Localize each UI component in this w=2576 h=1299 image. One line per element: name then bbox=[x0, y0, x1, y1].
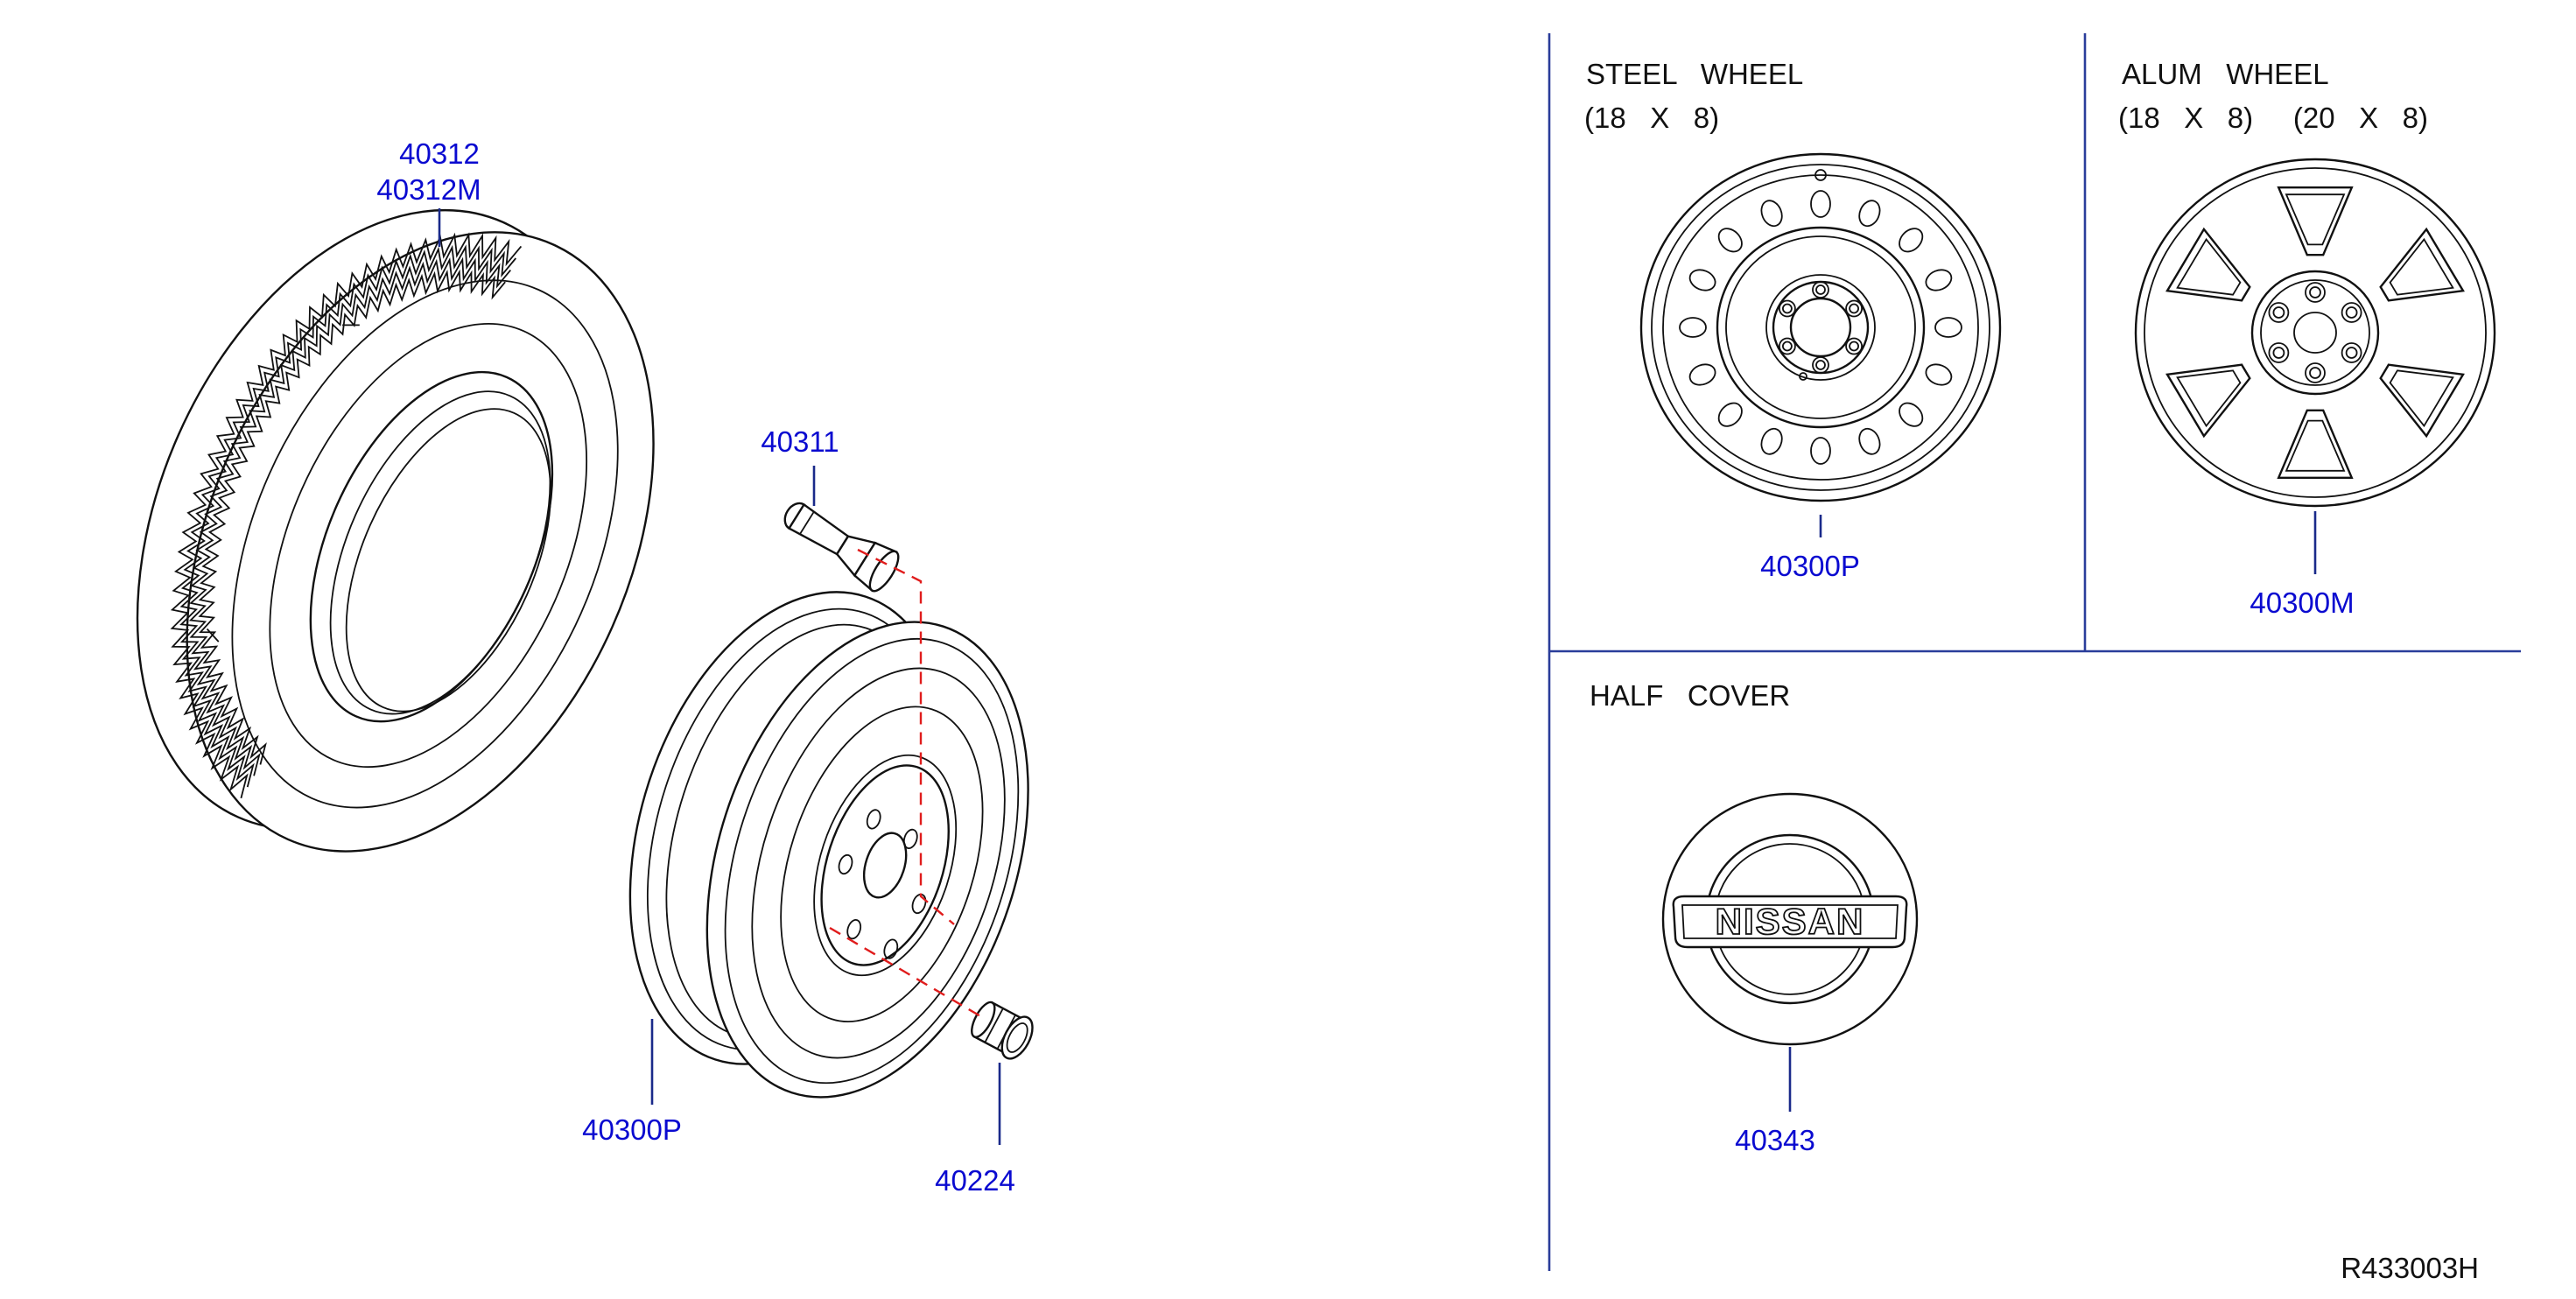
spoke-window bbox=[2277, 409, 2354, 479]
nissan-emblem-cover[interactable]: NISSAN bbox=[1661, 792, 1919, 1046]
lug-hole bbox=[1812, 356, 1829, 374]
spoke-window bbox=[2165, 227, 2251, 302]
tire-drawing[interactable] bbox=[46, 137, 745, 924]
tread-zigzag bbox=[179, 244, 516, 788]
lug-hole-inner bbox=[1815, 360, 1826, 370]
vent-hole bbox=[1810, 437, 1831, 465]
lug-hole-inner bbox=[2345, 347, 2358, 359]
lug-hole bbox=[902, 828, 918, 849]
alum-wheel-title: ALUM WHEEL bbox=[2122, 58, 2329, 90]
callout-nut-part-number[interactable]: 40224 bbox=[935, 1164, 1015, 1197]
lug-hole bbox=[846, 919, 862, 940]
steel-wheel-vents bbox=[1679, 190, 1962, 465]
lug-hole-inner bbox=[2272, 347, 2285, 359]
vent-hole bbox=[1760, 427, 1783, 455]
lug-hole-inner bbox=[2309, 367, 2321, 379]
tread-zigzag bbox=[170, 232, 523, 799]
vent-hole bbox=[1688, 269, 1716, 291]
steel-wheel-lug-holes bbox=[1779, 281, 1864, 374]
vent-hole bbox=[1688, 363, 1716, 386]
steel-wheel-size: (18 X 8) bbox=[1584, 102, 1719, 134]
steel-wheel-front-view[interactable] bbox=[1639, 152, 2002, 502]
lug-hole bbox=[911, 893, 927, 915]
spoke-window-inner bbox=[2285, 193, 2346, 246]
lug-hole-inner bbox=[1849, 303, 1860, 314]
vent-hole bbox=[1899, 402, 1924, 427]
steel-wheel-drawing[interactable] bbox=[572, 551, 1086, 1139]
lug-hole bbox=[883, 938, 899, 959]
lug-hole bbox=[2268, 302, 2290, 323]
callout-tire-part-number-m[interactable]: 40312M bbox=[376, 173, 481, 206]
lug-hole bbox=[1812, 281, 1829, 298]
lug-hole bbox=[866, 809, 881, 830]
lug-hole-inner bbox=[2272, 306, 2285, 319]
spoke-window bbox=[2379, 227, 2465, 302]
spoke-window-inner bbox=[2285, 419, 2346, 472]
vent-hole bbox=[1810, 190, 1831, 218]
spoke-window-inner bbox=[2176, 237, 2242, 296]
vent-hole bbox=[1925, 363, 1953, 386]
alum-wheel-front-view[interactable] bbox=[2134, 158, 2496, 508]
lug-hole-inner bbox=[2309, 286, 2321, 298]
lug-hole bbox=[838, 853, 853, 875]
spoke-window bbox=[2277, 186, 2354, 256]
lug-hole bbox=[2341, 302, 2362, 323]
tread-zigzag bbox=[198, 269, 506, 765]
lug-hole bbox=[2305, 362, 2326, 383]
steel-wheel-title: STEEL WHEEL bbox=[1586, 58, 1803, 90]
lug-nut[interactable] bbox=[965, 996, 1039, 1064]
lug-hole-inner bbox=[1849, 341, 1860, 352]
lug-hole bbox=[2268, 342, 2290, 363]
vent-hole bbox=[1679, 317, 1707, 338]
assembly-dashed-lines bbox=[829, 548, 983, 1019]
emblem-text: NISSAN bbox=[1716, 901, 1865, 942]
valve-stem[interactable] bbox=[776, 492, 903, 595]
lug-hole bbox=[1779, 337, 1796, 355]
spoke-window-inner bbox=[2389, 369, 2454, 428]
vent-hole bbox=[1934, 317, 1962, 338]
lug-hole bbox=[1779, 299, 1796, 318]
vent-hole bbox=[1858, 427, 1881, 455]
alum-wheel-size: (18 X 8) (20 X 8) bbox=[2118, 102, 2428, 134]
lug-hole-inner bbox=[1815, 284, 1826, 295]
alum-wheel-spoke-windows bbox=[2165, 186, 2465, 479]
leader-lines bbox=[438, 208, 2317, 1145]
vent-hole bbox=[1899, 228, 1924, 253]
diagram-reference-code: R433003H bbox=[2341, 1252, 2479, 1284]
lug-hole-inner bbox=[1782, 341, 1793, 352]
lug-hole-inner bbox=[1782, 303, 1793, 314]
half-cover-title: HALF COVER bbox=[1590, 679, 1790, 712]
callout-tire-part-number[interactable]: 40312 bbox=[399, 137, 480, 170]
vent-hole bbox=[1760, 200, 1783, 228]
lug-hole bbox=[2305, 282, 2326, 303]
tire-tread-pattern bbox=[170, 232, 523, 799]
spoke-window bbox=[2165, 363, 2251, 439]
lug-hole bbox=[1845, 299, 1864, 318]
lug-hole bbox=[2341, 342, 2362, 363]
vent-hole bbox=[1925, 269, 1953, 291]
callout-valve-part-number[interactable]: 40311 bbox=[761, 425, 839, 458]
vent-hole bbox=[1858, 200, 1881, 228]
callout-half-cover-part-number[interactable]: 40343 bbox=[1735, 1124, 1815, 1156]
tread-zigzag bbox=[188, 256, 511, 776]
alum-wheel-lug-holes bbox=[2268, 282, 2362, 383]
lug-hole-inner bbox=[2345, 306, 2358, 319]
callout-wheel-part-number[interactable]: 40300P bbox=[582, 1113, 682, 1146]
vent-hole bbox=[1717, 228, 1743, 253]
vent-hole bbox=[1717, 402, 1743, 427]
panel-dividers bbox=[1548, 33, 2521, 1271]
lug-hole bbox=[1845, 337, 1864, 355]
callout-alum-wheel-part-number[interactable]: 40300M bbox=[2250, 586, 2354, 619]
lug-holes bbox=[838, 809, 927, 959]
callout-steel-wheel-part-number[interactable]: 40300P bbox=[1760, 550, 1860, 582]
spoke-window-inner bbox=[2176, 369, 2242, 428]
spoke-window-inner bbox=[2389, 237, 2454, 296]
spoke-window bbox=[2379, 363, 2465, 439]
